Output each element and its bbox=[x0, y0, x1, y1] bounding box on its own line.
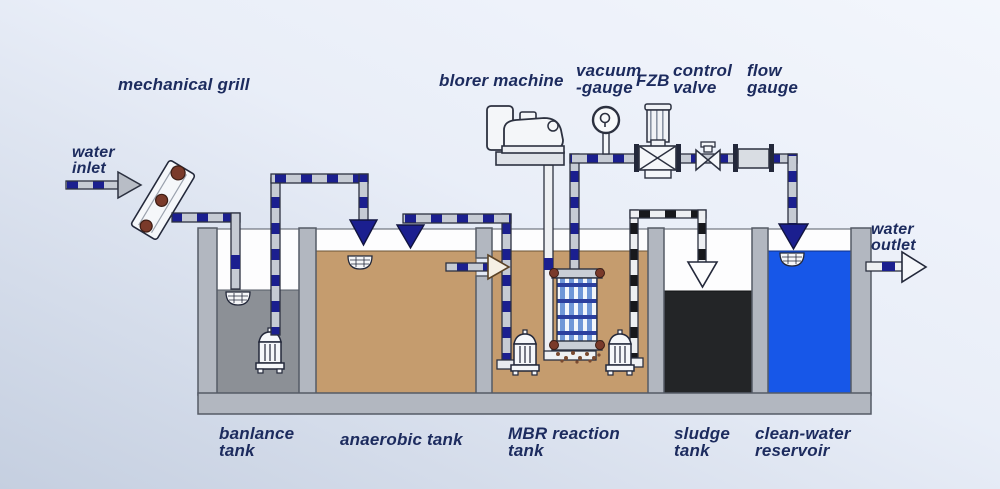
label-control-valve-line2: valve bbox=[673, 78, 717, 97]
water-inlet-arrow bbox=[65, 170, 143, 200]
label-fzb: FZB bbox=[636, 71, 670, 90]
blower-machine-icon bbox=[486, 105, 565, 166]
label-control-valve-line1: control bbox=[673, 61, 733, 80]
fzb-pump-icon bbox=[634, 103, 681, 179]
label-mbr-reaction-tank-line2: tank bbox=[508, 441, 544, 460]
label-clean-water-reservoir-line2: reservoir bbox=[755, 441, 830, 460]
label-balance-tank-line1: banlance bbox=[219, 424, 295, 443]
membrane-module-icon bbox=[549, 153, 605, 364]
clean-water-reservoir-water bbox=[767, 250, 852, 395]
label-clean-water-reservoir-line1: clean-water bbox=[755, 424, 851, 443]
label-water-inlet-line1: water bbox=[72, 144, 115, 161]
recirculation-pipe bbox=[395, 213, 517, 370]
label-vacuum-gauge-line1: vacuum bbox=[576, 61, 642, 80]
label-sludge-tank: sludge tank bbox=[674, 425, 730, 459]
label-flow-gauge-line1: flow bbox=[747, 61, 782, 80]
label-anaerobic-tank: anaerobic tank bbox=[340, 430, 463, 449]
label-clean-water-reservoir: clean-water reservoir bbox=[755, 425, 851, 459]
label-balance-tank-line2: tank bbox=[219, 441, 255, 460]
anaerobic-tank-water bbox=[315, 250, 477, 395]
control-valve-icon bbox=[695, 141, 721, 172]
blower-air-pipe bbox=[543, 164, 597, 361]
grill-outlet-pipe bbox=[171, 212, 241, 290]
label-flow-gauge-line2: gauge bbox=[747, 78, 799, 97]
label-blower-machine: blorer machine bbox=[439, 71, 564, 90]
mechanical-grill-icon bbox=[130, 160, 196, 240]
sludge-tank-water bbox=[663, 290, 753, 395]
label-sludge-tank-line2: tank bbox=[674, 441, 710, 460]
label-water-outlet: water outlet bbox=[871, 222, 916, 254]
balance-tank-water bbox=[216, 289, 300, 395]
label-vacuum-gauge-line2: -gauge bbox=[576, 78, 633, 97]
strainer-icon bbox=[225, 291, 251, 306]
label-water-outlet-line2: outlet bbox=[871, 237, 916, 254]
aeration-bubbles bbox=[556, 351, 601, 364]
strainer-icon bbox=[347, 255, 373, 270]
balance-to-anaerobic-pipe bbox=[270, 173, 379, 336]
basin-walls bbox=[197, 227, 872, 415]
label-mbr-reaction-tank-line1: MBR reaction bbox=[508, 424, 620, 443]
down-arrow-icon bbox=[395, 224, 426, 250]
label-water-inlet-line2: inlet bbox=[72, 160, 106, 177]
label-balance-tank: banlance tank bbox=[219, 425, 294, 459]
label-control-valve: control valve bbox=[673, 62, 732, 96]
label-flow-gauge: flow gauge bbox=[747, 62, 798, 96]
permeate-pipe bbox=[569, 153, 580, 273]
flow-gauge-icon bbox=[733, 144, 774, 172]
permeate-discharge-line bbox=[569, 153, 810, 251]
sludge-pipe bbox=[624, 209, 719, 368]
label-mbr-reaction-tank: MBR reaction tank bbox=[508, 425, 620, 459]
down-arrow-icon bbox=[686, 261, 719, 289]
down-arrow-icon bbox=[777, 223, 810, 251]
label-sludge-tank-line1: sludge bbox=[674, 424, 730, 443]
label-vacuum-gauge: vacuum -gauge bbox=[576, 62, 641, 96]
vacuum-gauge-icon bbox=[591, 105, 621, 155]
label-water-outlet-line1: water bbox=[871, 221, 914, 238]
label-water-inlet: water inlet bbox=[72, 145, 115, 177]
water-outlet-arrow bbox=[865, 250, 928, 284]
label-mechanical-grill: mechanical grill bbox=[118, 75, 250, 94]
anaerobic-to-mbr-arrow bbox=[445, 253, 511, 281]
down-arrow-icon bbox=[348, 219, 379, 247]
strainer-icon bbox=[779, 252, 805, 267]
